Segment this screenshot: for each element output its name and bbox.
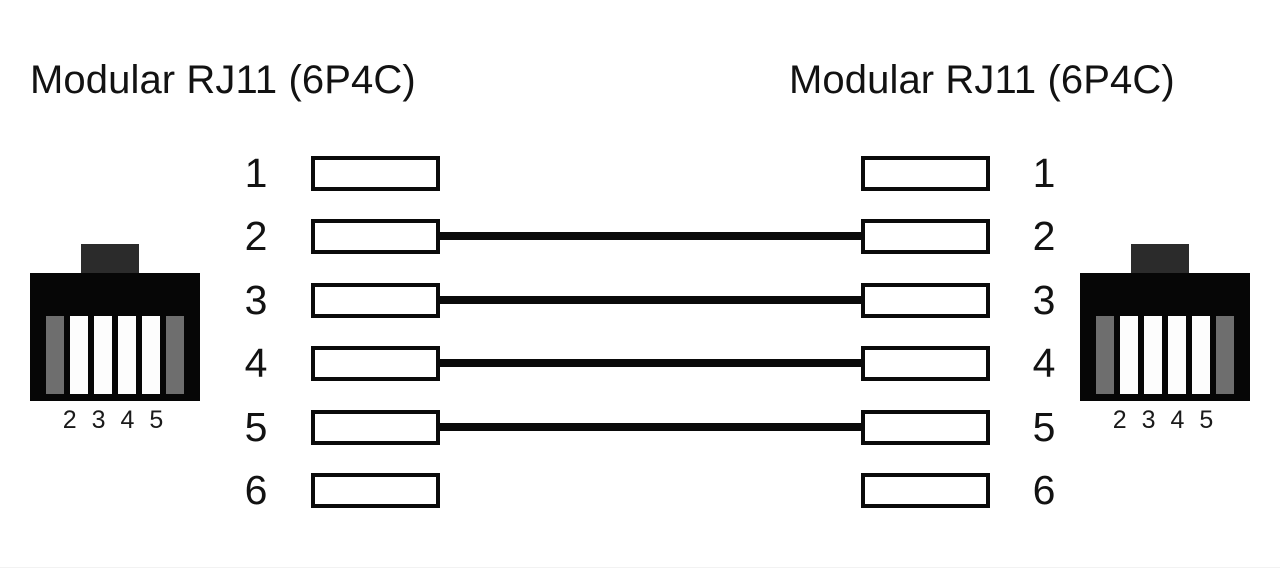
left-pin-contact: [311, 346, 440, 381]
right-pin-number: 4: [1032, 340, 1056, 386]
jack-latch-tab-icon: [81, 244, 139, 275]
right-rj11-jack-illustration: 2 3 4 5: [1080, 244, 1250, 436]
right-pin-contact: [861, 473, 990, 508]
right-pin-contact: [861, 219, 990, 254]
jack-latch-tab-icon: [1131, 244, 1189, 275]
pin-row: 2 2: [0, 205, 1280, 268]
left-pin-contact: [311, 283, 440, 318]
left-pin-contact: [311, 410, 440, 445]
jack-slot-6: [1216, 316, 1234, 394]
jack-slot-4: [118, 316, 136, 394]
jack-contact-slots: [1096, 316, 1234, 394]
left-pin-contact: [311, 156, 440, 191]
jack-slot-1: [46, 316, 64, 394]
right-pin-number: 5: [1032, 404, 1056, 450]
pin-wire: [438, 423, 863, 431]
jack-slot-3: [1144, 316, 1162, 394]
jack-slot-5: [142, 316, 160, 394]
left-jack-pin-labels: 2 3 4 5: [62, 406, 168, 434]
pin-row: 3 3: [0, 269, 1280, 332]
jack-slot-3: [94, 316, 112, 394]
right-pin-contact: [861, 346, 990, 381]
pin-row: 4 4: [0, 332, 1280, 395]
jack-slot-1: [1096, 316, 1114, 394]
jack-slot-5: [1192, 316, 1210, 394]
pin-row: 6 6: [0, 459, 1280, 522]
left-pin-contact: [311, 473, 440, 508]
right-pin-number: 3: [1032, 277, 1056, 323]
left-pin-number: 5: [244, 404, 268, 450]
left-rj11-jack-illustration: 2 3 4 5: [30, 244, 200, 436]
left-pin-number: 6: [244, 467, 268, 513]
right-pin-contact: [861, 156, 990, 191]
pin-wire: [438, 232, 863, 240]
left-pin-number: 2: [244, 213, 268, 259]
jack-slot-6: [166, 316, 184, 394]
right-pin-contact: [861, 410, 990, 445]
jack-slot-2: [70, 316, 88, 394]
left-pin-contact: [311, 219, 440, 254]
jack-contact-slots: [46, 316, 184, 394]
pin-row: 5 5: [0, 396, 1280, 459]
right-pin-number: 2: [1032, 213, 1056, 259]
right-pin-number: 6: [1032, 467, 1056, 513]
jack-slot-4: [1168, 316, 1186, 394]
pin-wire: [438, 296, 863, 304]
left-pin-number: 3: [244, 277, 268, 323]
left-pin-number: 1: [244, 150, 268, 196]
right-pin-contact: [861, 283, 990, 318]
right-connector-title: Modular RJ11 (6P4C): [789, 58, 1175, 102]
left-connector-title: Modular RJ11 (6P4C): [30, 58, 416, 102]
right-pin-number: 1: [1032, 150, 1056, 196]
jack-slot-2: [1120, 316, 1138, 394]
right-jack-pin-labels: 2 3 4 5: [1112, 406, 1218, 434]
pin-row: 1 1: [0, 142, 1280, 205]
pin-wire: [438, 359, 863, 367]
left-pin-number: 4: [244, 340, 268, 386]
